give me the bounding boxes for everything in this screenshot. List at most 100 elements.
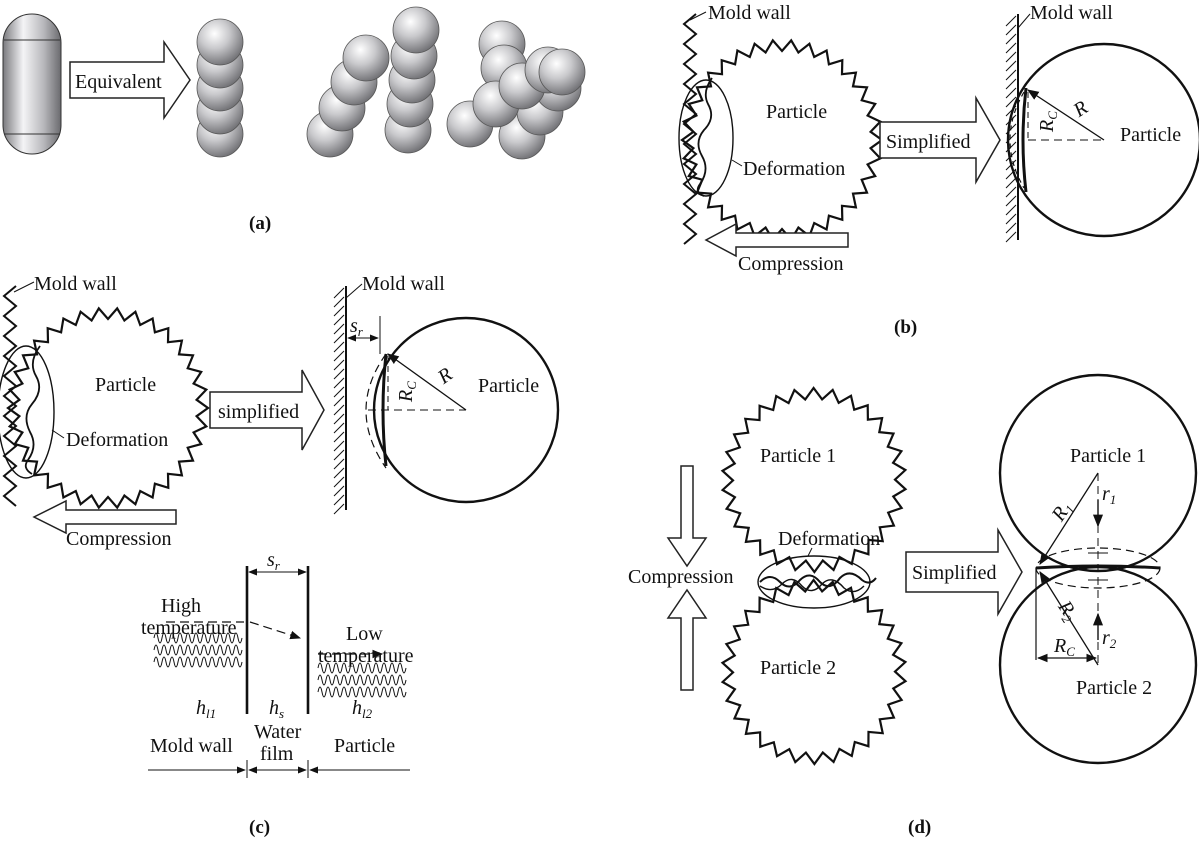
deformation-label-b: Deformation: [743, 158, 845, 180]
deformation-ellipse-c: [0, 345, 55, 479]
mold-wall-hatch-c-right: [333, 287, 345, 515]
equivalent-label: Equivalent: [75, 71, 162, 93]
wall-hatch: [1005, 60, 1017, 72]
compression-arrow-b: [704, 222, 849, 258]
radius-R2: [1039, 571, 1099, 666]
mold-wall-label-c-left: Mold wall: [34, 273, 117, 295]
heat-wave-right: [317, 662, 407, 698]
panel-a: Equivalent (a): [2, 6, 586, 234]
water-film-label-1: Water: [254, 721, 302, 743]
r1-label: r1: [1102, 483, 1116, 507]
high-temp-label-2: temperature: [141, 617, 237, 639]
water-film-label-2: film: [260, 743, 294, 765]
wall-hatch: [333, 431, 345, 443]
wall-hatch: [333, 422, 345, 434]
compression-label-b: Compression: [738, 253, 844, 275]
compression-arrow-down: [666, 465, 708, 568]
particle-label-b-left: Particle: [766, 101, 827, 123]
wall-hatch: [1005, 213, 1017, 225]
wall-hatch: [1005, 177, 1017, 189]
mold-wall-label-b-left: Mold wall: [708, 2, 791, 24]
wall-hatch: [333, 377, 345, 389]
heat-wave: [317, 686, 407, 698]
simplified-arrow-c: [209, 369, 325, 451]
rough-particle-2: [720, 578, 908, 766]
Rc-label-b: RC: [1036, 111, 1060, 133]
R-label-c: R: [433, 363, 456, 389]
wall-hatch: [1005, 15, 1017, 27]
panel-d: Particle 1 Particle 2 Deformation Compre…: [628, 373, 1198, 838]
caption-d: (d): [908, 817, 931, 838]
mold-wall-leader-b-left: [689, 11, 707, 21]
wall-hatch: [333, 314, 345, 326]
wall-hatch: [333, 503, 345, 515]
wall-hatch: [1005, 24, 1017, 36]
sr-label-film: sr: [267, 549, 281, 573]
sphere: [196, 18, 244, 66]
wall-hatch: [1005, 78, 1017, 90]
low-temp-label-1: Low: [346, 623, 383, 645]
overlap-arc-b: [1009, 91, 1025, 189]
heat-wave: [153, 632, 243, 644]
r2-label: r2: [1102, 627, 1117, 651]
wall-hatch: [333, 287, 345, 299]
wall-hatch: [333, 332, 345, 344]
wall-hatch: [1005, 222, 1017, 234]
panel-b: Mold wall Particle Deformation Simplifie…: [678, 2, 1199, 338]
simplified-particle-b: [1006, 42, 1199, 238]
compression-arrow-c: [32, 499, 177, 535]
radius-R1: [1039, 472, 1099, 565]
wall-hatch: [333, 395, 345, 407]
wall-hatch: [333, 386, 345, 398]
wall-hatch: [333, 368, 345, 380]
particle2-label-right: Particle 2: [1076, 677, 1152, 699]
Rc-label-d: RC: [1053, 635, 1075, 659]
contact-flat-b: [1021, 87, 1028, 193]
rough-particle-1: [720, 386, 908, 574]
caption-b: (b): [894, 317, 917, 338]
heat-transfer-diagram: sr High temperature Low temperature hl1 …: [141, 549, 414, 778]
sphere: [538, 48, 586, 96]
deformation-label-d: Deformation: [778, 528, 880, 550]
hs-label: hs: [269, 697, 284, 721]
simplified-arrow-b: [879, 95, 1001, 185]
particle-label-bottom: Particle: [334, 735, 395, 757]
heat-wave: [317, 662, 407, 674]
wall-hatch: [1005, 96, 1017, 108]
wall-hatch: [1005, 204, 1017, 216]
deformation-label-c: Deformation: [66, 429, 168, 451]
wall-hatch: [333, 296, 345, 308]
deformation-contact-d2: [759, 578, 865, 593]
wall-hatch: [333, 485, 345, 497]
wall-hatch: [1005, 69, 1017, 81]
overlap-arc-c: [365, 353, 387, 469]
compression-label-c: Compression: [66, 528, 172, 550]
compression-arrow-up: [666, 588, 708, 691]
mold-wall-label-bottom: Mold wall: [150, 735, 233, 757]
mold-wall-label-b-right: Mold wall: [1030, 2, 1113, 24]
particle-label-c-left: Particle: [95, 374, 156, 396]
wall-hatch: [1005, 168, 1017, 180]
wall-hatch: [333, 359, 345, 371]
heat-wave: [317, 674, 407, 686]
R2-label: R2: [1051, 596, 1082, 626]
rough-particle-outline: [680, 38, 884, 242]
R1-label: R1: [1047, 497, 1078, 527]
wall-hatch: [333, 494, 345, 506]
deformation-leader-c: [51, 429, 65, 439]
wall-hatch: [333, 440, 345, 452]
wall-hatch: [333, 350, 345, 362]
wall-hatch: [333, 323, 345, 335]
wall-hatch: [333, 476, 345, 488]
compression-label-d: Compression: [628, 566, 734, 588]
particle1-label-right: Particle 1: [1070, 445, 1146, 467]
deformation-contact: [696, 77, 713, 197]
radius-R-c: [387, 353, 467, 411]
wall-hatch: [1005, 51, 1017, 63]
wall-hatch: [333, 449, 345, 461]
particle-label-c-right: Particle: [478, 375, 539, 397]
wall-hatch: [333, 458, 345, 470]
wall-hatch: [1005, 42, 1017, 54]
high-temp-label-1: High: [161, 595, 201, 617]
